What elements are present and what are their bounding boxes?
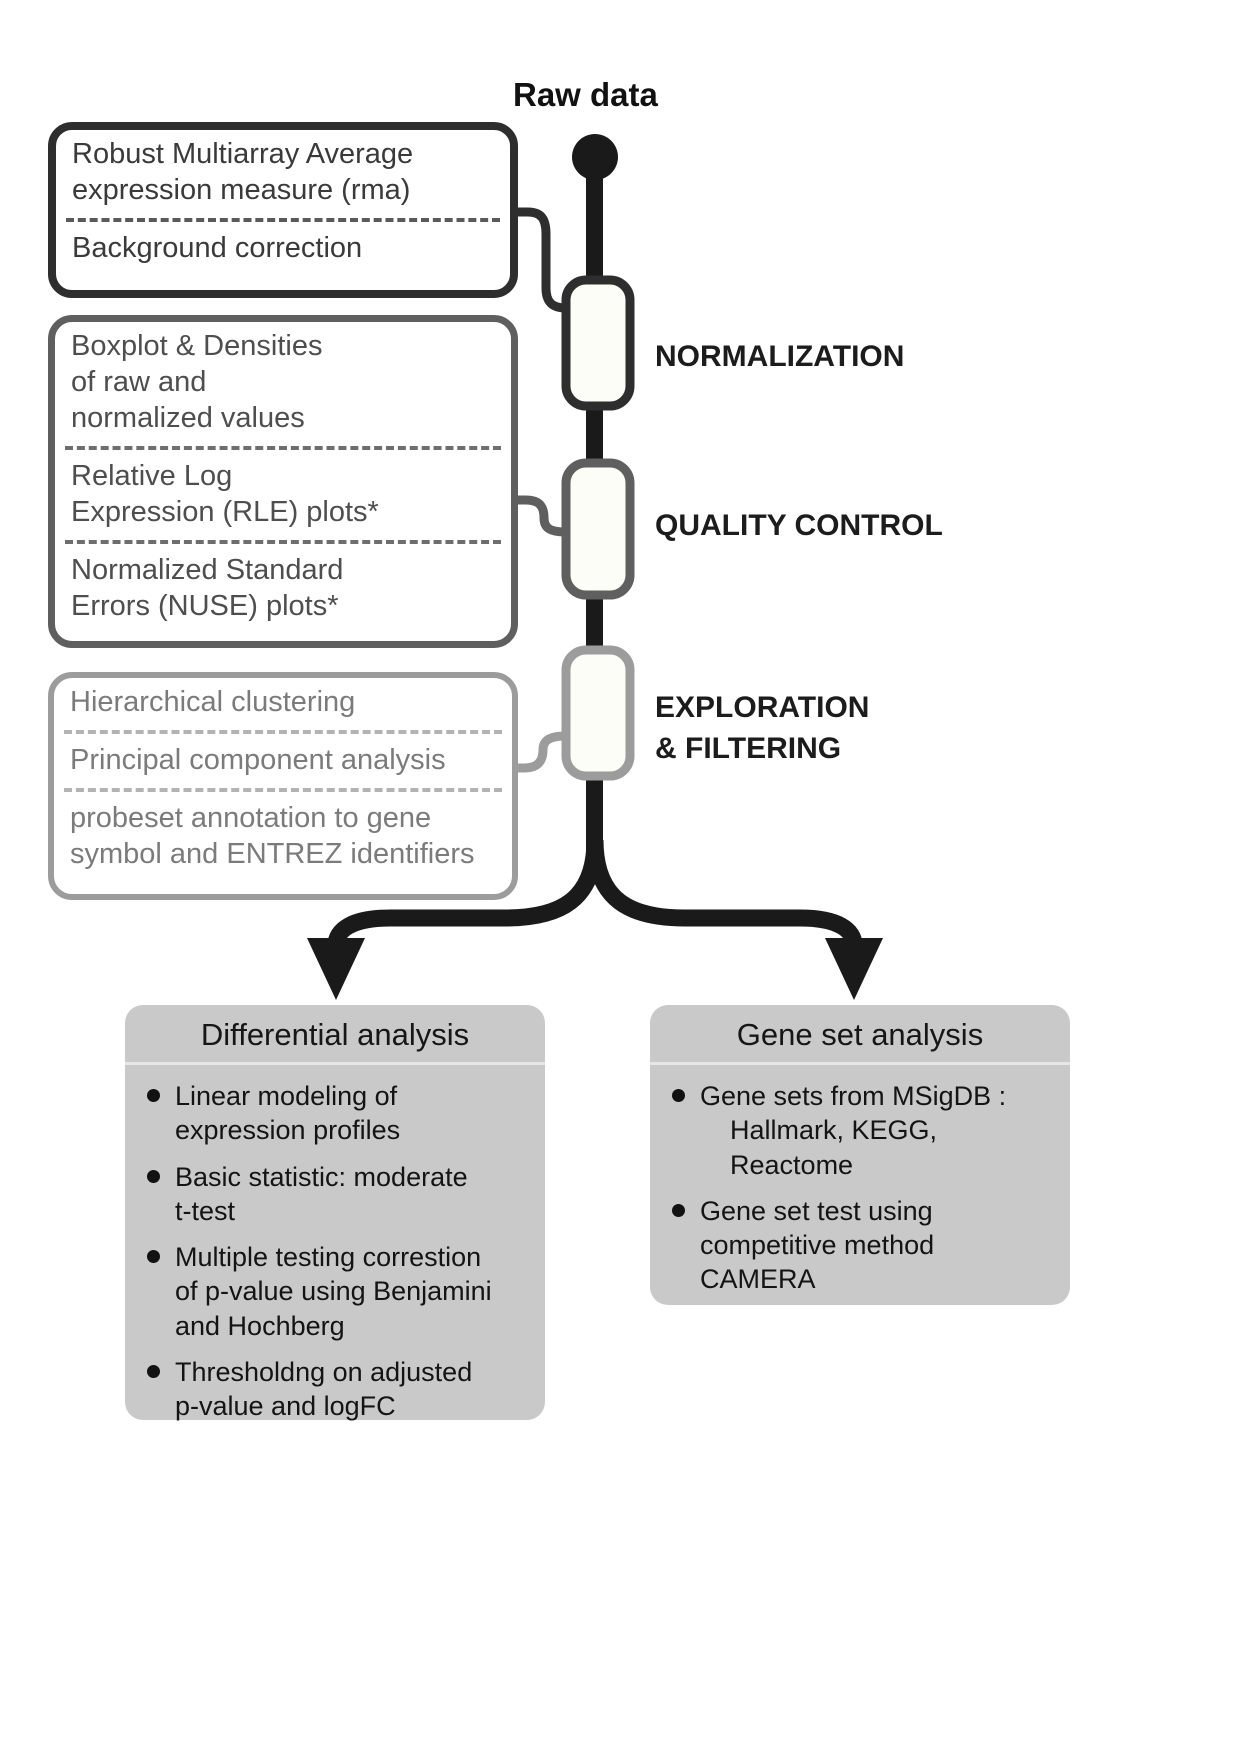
bullet-icon (147, 1169, 160, 1183)
differential-analysis-bullet-list: Linear modeling of expression profiles B… (125, 1079, 545, 1424)
box-item-background-correction: Background correction (72, 231, 363, 264)
bullet-icon (147, 1250, 160, 1264)
bullet-item: Gene sets from MSigDB : Hallmark, KEGG, … (672, 1079, 1056, 1182)
panel-title-gene-set-analysis: Gene set analysis (650, 1005, 1070, 1065)
box-item-rle-plots: Relative Log Expression (RLE) plots* (71, 459, 379, 528)
dashed-divider (66, 217, 500, 222)
bullet-text: Gene sets from MSigDB : Hallmark, KEGG, … (700, 1081, 1007, 1180)
bullet-item: Thresholdng on adjusted p-value and logF… (147, 1355, 531, 1424)
bullet-item: Linear modeling of expression profiles (147, 1079, 531, 1148)
left-arrowhead-icon (307, 938, 365, 1000)
bullet-text: Basic statistic: moderate t-test (175, 1161, 468, 1226)
normalization-methods-box: Robust Multiarray Average expression mea… (48, 122, 518, 298)
bullet-item: Basic statistic: moderate t-test (147, 1160, 531, 1229)
bullet-icon (147, 1089, 160, 1102)
box-item-rma: Robust Multiarray Average expression mea… (72, 138, 414, 206)
bullet-text: Thresholdng on adjusted p-value and logF… (175, 1356, 473, 1422)
dashed-divider (65, 539, 501, 544)
dashed-divider (65, 445, 501, 450)
bullet-text: Gene set test using competitive method C… (700, 1195, 935, 1295)
right-arrowhead-icon (825, 938, 883, 1000)
right-branch-line (586, 839, 863, 947)
pipeline-spine (586, 150, 603, 862)
bullet-icon (147, 1364, 160, 1378)
quality-control-node (561, 458, 635, 600)
differential-analysis-panel: Differential analysis Linear modeling of… (125, 1005, 545, 1421)
panel-title-differential-analysis: Differential analysis (125, 1005, 545, 1065)
dashed-divider (64, 729, 502, 734)
bullet-icon (672, 1089, 685, 1102)
stage-label-quality-control: QUALITY CONTROL (655, 509, 943, 542)
quality-control-connector (516, 495, 567, 537)
bullet-item: Multiple testing correstion of p-value u… (147, 1240, 531, 1343)
quality-control-methods-box: Boxplot & Densities of raw and normalize… (48, 315, 518, 648)
stage-label-normalization: NORMALIZATION (655, 340, 905, 373)
stage-label-exploration-filtering: EXPLORATION & FILTERING (655, 691, 870, 765)
exploration-methods-box: Hierarchical clustering Principal compon… (48, 672, 518, 900)
dashed-divider (64, 787, 502, 792)
exploration-node (561, 645, 635, 781)
bullet-text: Multiple testing correstion of p-value u… (175, 1242, 492, 1341)
normalization-connector (516, 207, 567, 313)
bullet-icon (672, 1203, 685, 1217)
bullet-text: Linear modeling of expression profiles (175, 1081, 401, 1146)
raw-data-label: Raw data (513, 76, 658, 113)
box-item-pca: Principal component analysis (70, 743, 446, 776)
exploration-connector (516, 731, 567, 773)
gene-set-analysis-bullet-list: Gene sets from MSigDB : Hallmark, KEGG, … (650, 1079, 1070, 1297)
raw-data-dot (572, 134, 618, 180)
box-item-probeset-annotation: probeset annotation to gene symbol and E… (70, 801, 475, 870)
box-item-hierarchical-clustering: Hierarchical clustering (70, 686, 356, 718)
box-item-nuse-plots: Normalized Standard Errors (NUSE) plots* (71, 553, 344, 622)
bullet-item: Gene set test using competitive method C… (672, 1194, 1056, 1297)
gene-set-analysis-panel: Gene set analysis Gene sets from MSigDB … (650, 1005, 1070, 1305)
normalization-node (561, 275, 635, 411)
box-item-boxplot-densities: Boxplot & Densities of raw and normalize… (71, 330, 323, 434)
